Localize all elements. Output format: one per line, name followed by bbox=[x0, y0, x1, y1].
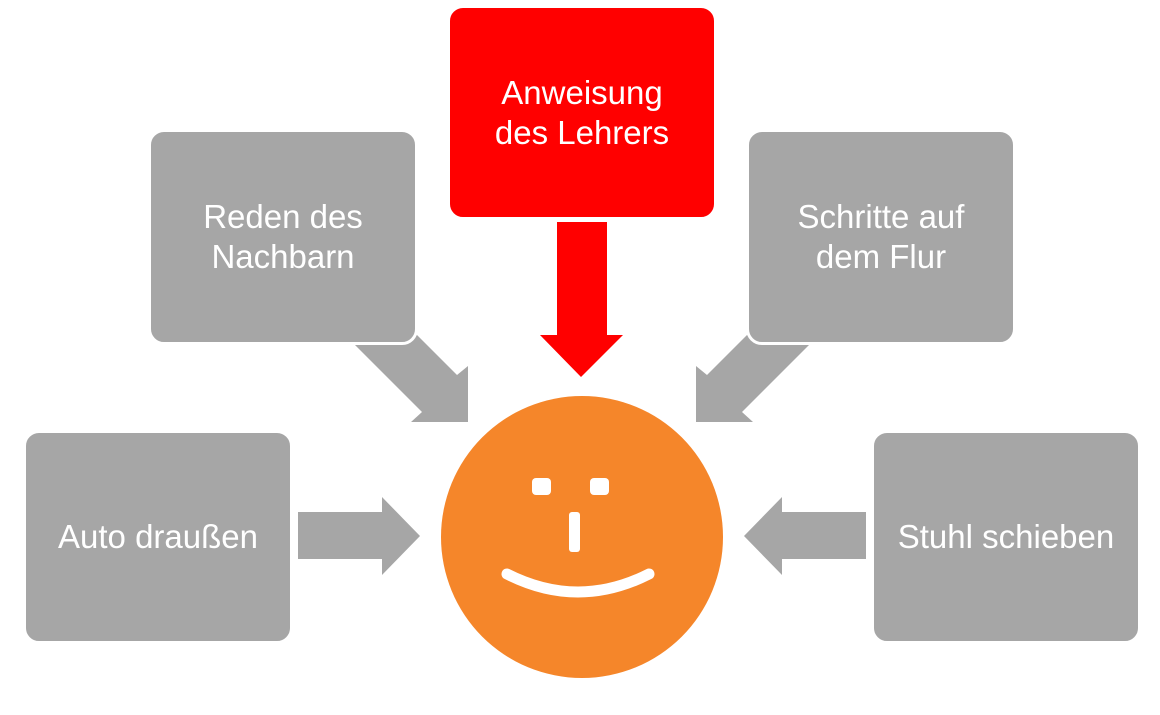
source-main-teacher: Anweisung des Lehrers bbox=[447, 5, 717, 220]
source-left: Auto draußen bbox=[23, 430, 293, 644]
smiley-face-icon bbox=[441, 396, 723, 678]
source-top-left-label: Reden des Nachbarn bbox=[203, 198, 363, 275]
source-main-label: Anweisung des Lehrers bbox=[494, 73, 670, 151]
arrow-right bbox=[744, 497, 866, 575]
source-right-label: Stuhl schieben bbox=[897, 518, 1115, 555]
source-top-right: Schritte auf dem Flur bbox=[746, 129, 1016, 345]
source-top-right-label: Schritte auf dem Flur bbox=[797, 198, 965, 275]
source-left-label: Auto draußen bbox=[58, 518, 258, 555]
source-top-left: Reden des Nachbarn bbox=[148, 129, 418, 345]
arrow-main bbox=[540, 222, 623, 377]
source-right: Stuhl schieben bbox=[871, 430, 1141, 644]
arrow-left bbox=[298, 497, 420, 575]
